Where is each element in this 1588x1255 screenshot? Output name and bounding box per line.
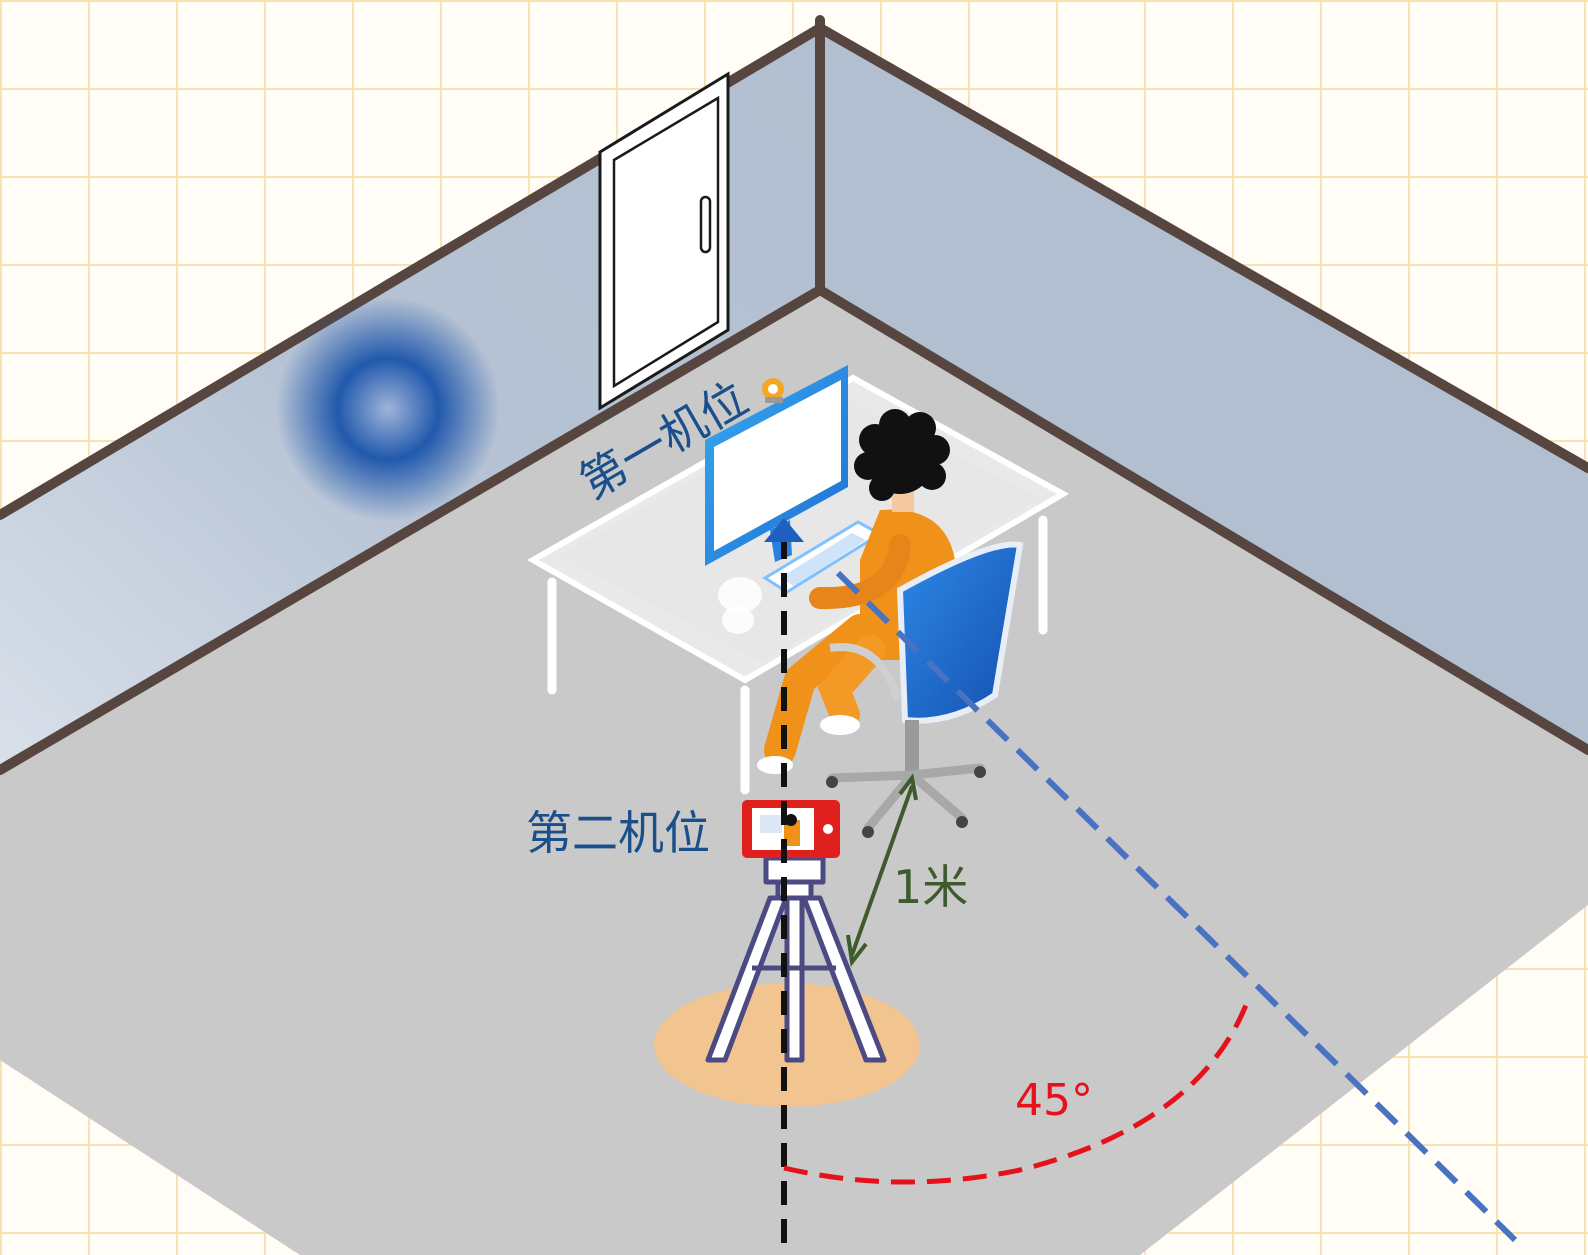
angle-dashed-line (835, 570, 1518, 1243)
angle-label: 45° (1015, 1075, 1093, 1126)
office-chair (826, 541, 1024, 838)
desk-figurine (718, 577, 762, 634)
webcam (762, 378, 784, 403)
distance-arrow (846, 773, 918, 967)
camera-two-label: 第二机位 (526, 806, 710, 860)
wall-light-blob (276, 297, 500, 521)
door (598, 71, 730, 411)
right-wall (820, 28, 1588, 750)
phone-camera (742, 800, 840, 858)
floor (0, 290, 1588, 1255)
angle-arc (783, 999, 1251, 1185)
door-handle (699, 195, 712, 254)
distance-label: 1米 (893, 860, 968, 914)
tripod (705, 855, 887, 1063)
axis-arrowhead (764, 518, 804, 542)
